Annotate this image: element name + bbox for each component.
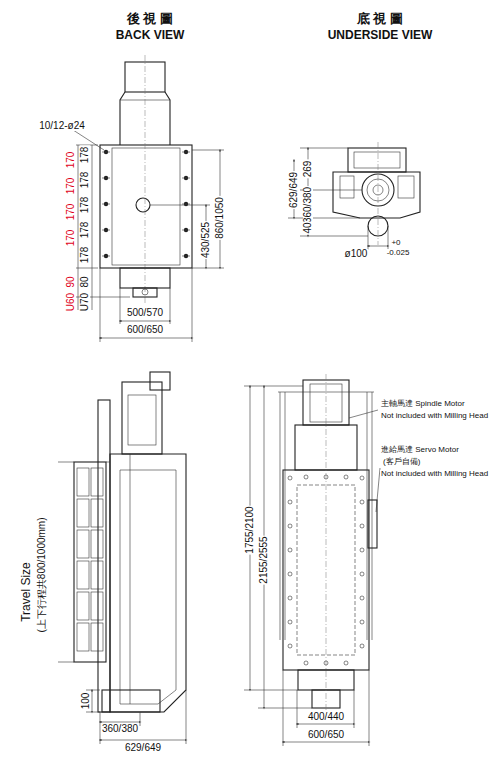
dimension-label: 2155/2555: [259, 535, 269, 584]
dimension-label: 360/380: [101, 724, 139, 734]
dimension-label: 40: [303, 221, 313, 234]
dimension-label: 629/649: [124, 743, 162, 753]
dimension-label: 600/650: [126, 325, 164, 335]
side-view: [58, 372, 186, 744]
dimension-label: 430/525: [201, 221, 211, 259]
underside-view: [288, 142, 420, 250]
dimension-label: 600/650: [307, 730, 345, 740]
dimension-label: U70: [80, 292, 90, 312]
dimension-label: ø100: [344, 249, 369, 259]
dimension-label: 170: [66, 151, 76, 170]
dimension-label: 100: [81, 692, 91, 711]
dimension-label: 178: [80, 221, 90, 240]
dimension-label: U60: [66, 292, 76, 312]
dimension-label: 629/649: [289, 171, 299, 209]
dimension-label: 860/1050: [215, 196, 225, 240]
dimension-label: 170: [66, 229, 76, 248]
tolerance-label: -0.025: [386, 249, 411, 257]
back-view: [70, 55, 224, 342]
callout-note: Not included with Milling Head: [380, 470, 489, 478]
dimension-label: 178: [80, 146, 90, 165]
dimension-label: 178: [80, 196, 90, 215]
view-title: 後 視 圖: [126, 12, 174, 25]
dimension-label: 170: [66, 177, 76, 196]
dimension-label: 170: [66, 203, 76, 222]
hole-note: 10/12-ø24: [38, 121, 86, 131]
dimension-label: 90: [66, 275, 76, 288]
travel-note: (上下行程共800/1000mm): [37, 516, 47, 633]
dimension-label: 500/570: [126, 308, 164, 318]
view-title: BACK VIEW: [115, 29, 186, 41]
dimension-label: 80: [80, 275, 90, 288]
dimension-label: 269: [303, 160, 313, 179]
callout-note: Not included with Milling Head: [380, 412, 489, 420]
view-title: 底 視 圖: [356, 12, 404, 25]
dimension-label: 360/380: [303, 186, 313, 224]
travel-note: Travel Size: [20, 561, 32, 623]
view-title: UNDERSIDE VIEW: [327, 29, 434, 41]
dimension-label: 1755/2100: [245, 505, 255, 554]
callout-note: 進給馬達 Servo Motor: [380, 446, 460, 454]
front-view: [244, 374, 380, 746]
dimension-label: 400/440: [307, 712, 345, 722]
tolerance-label: +0: [390, 239, 401, 247]
callout-note: (客戶自備): [382, 458, 421, 466]
dimension-label: 178: [80, 171, 90, 190]
callout-note: 主軸馬達 Spindle Motor: [380, 400, 466, 408]
dimension-label: 178: [80, 246, 90, 265]
